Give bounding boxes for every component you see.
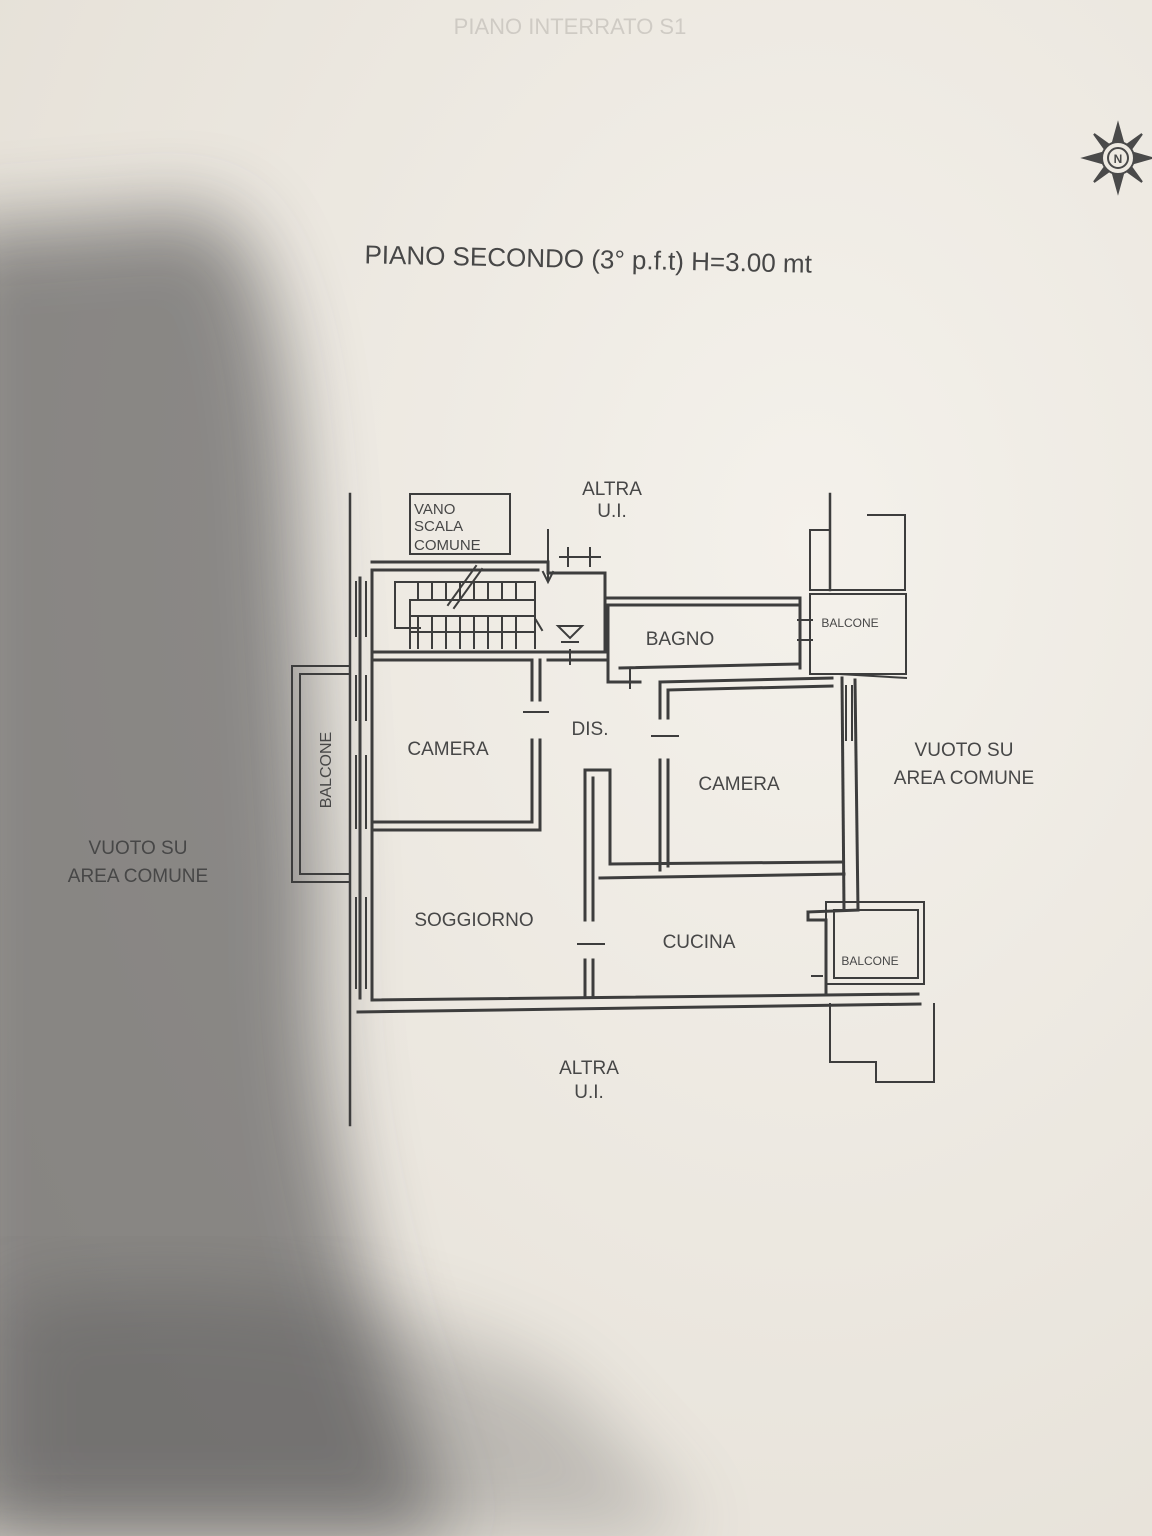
- compass-north-letter: N: [1114, 152, 1123, 166]
- room-label-balcone-top-right: BALCONE: [821, 616, 878, 630]
- room-label-balcone-bottom-right: BALCONE: [841, 954, 898, 968]
- room-label-soggiorno: SOGGIORNO: [414, 910, 533, 931]
- label-vano-scala-line2: SCALA: [414, 518, 463, 535]
- label-altra-ui-top-line2: U.I.: [597, 501, 627, 522]
- label-vano-scala-line1: VANO: [414, 501, 455, 518]
- floor-plan: [291, 492, 935, 1127]
- room-label-camera-left: CAMERA: [407, 739, 489, 760]
- photo-shadow: [0, 210, 450, 1536]
- label-vuoto-right-line2: AREA COMUNE: [894, 768, 1034, 789]
- room-label-bagno: BAGNO: [646, 629, 715, 650]
- label-altra-ui-bottom-line1: ALTRA: [559, 1058, 619, 1079]
- label-vano-scala-line3: COMUNE: [414, 537, 481, 554]
- label-vuoto-left-line1: VUOTO SU: [89, 838, 188, 859]
- compass-rose-icon: N: [1080, 120, 1152, 196]
- label-altra-ui-top-line1: ALTRA: [582, 479, 642, 500]
- label-altra-ui-bottom-line2: U.I.: [574, 1082, 604, 1103]
- room-label-dis: DIS.: [572, 719, 609, 740]
- plan-labels: ALTRA U.I. VANO SCALA COMUNE BAGNO BALCO…: [68, 479, 1034, 1103]
- label-vuoto-right-line1: VUOTO SU: [915, 740, 1014, 761]
- room-label-camera-right: CAMERA: [698, 774, 780, 795]
- faint-header-text: PIANO INTERRATO S1: [454, 14, 687, 39]
- photo-shadow-soft: [0, 1286, 700, 1536]
- label-vuoto-left-line2: AREA COMUNE: [68, 866, 208, 887]
- room-label-balcone-left: BALCONE: [318, 732, 335, 808]
- room-label-cucina: CUCINA: [663, 932, 736, 953]
